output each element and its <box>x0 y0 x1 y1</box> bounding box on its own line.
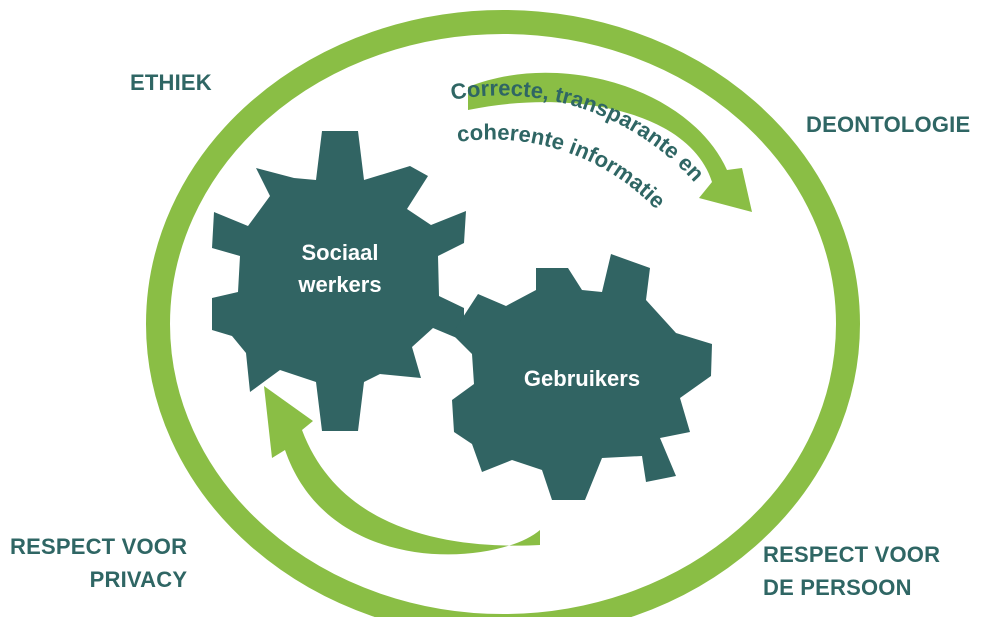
label-deontologie-text: DEONTOLOGIE <box>806 112 971 137</box>
label-respect-persoon: RESPECT VOOR DE PERSOON <box>763 538 940 604</box>
right-gear-label: Gebruikers <box>524 366 640 391</box>
label-respect-persoon-line-1: RESPECT VOOR <box>763 542 941 567</box>
left-gear-icon <box>212 131 466 431</box>
label-respect-privacy-line-1: RESPECT VOOR <box>10 534 188 559</box>
label-respect-persoon-line-2: DE PERSOON <box>763 575 912 600</box>
label-deontologie: DEONTOLOGIE <box>806 108 970 141</box>
top-curved-arrow-icon <box>468 72 752 212</box>
label-ethiek-text: ETHIEK <box>130 70 212 95</box>
left-gear-label-line-2: werkers <box>297 272 381 297</box>
label-ethiek: ETHIEK <box>130 66 212 99</box>
bottom-curved-arrow-icon <box>264 386 540 555</box>
outer-cycle-ring <box>146 10 860 617</box>
left-gear-label-line-1: Sociaal <box>301 240 378 265</box>
label-respect-privacy: RESPECT VOOR PRIVACY <box>10 530 187 596</box>
right-gear-icon <box>452 254 712 500</box>
label-respect-privacy-line-2: PRIVACY <box>89 567 188 592</box>
